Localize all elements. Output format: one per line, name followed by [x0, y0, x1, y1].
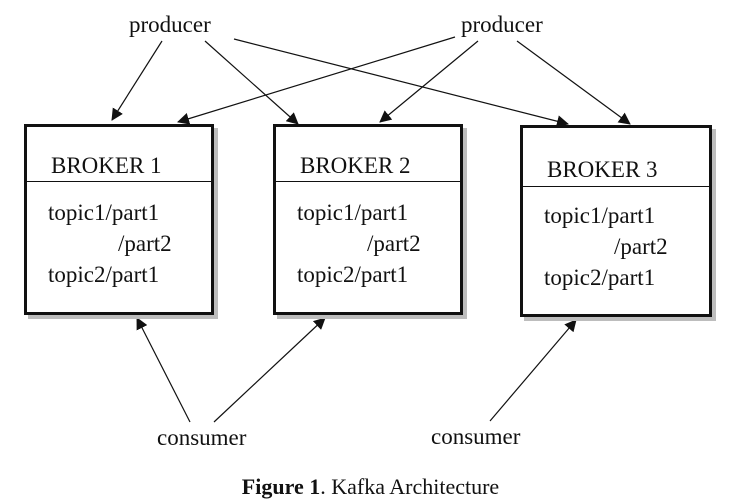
broker-box: BROKER 2 topic1/part1 /part2 topic2/part… [273, 124, 463, 315]
arrow-producer1-broker1 [111, 40, 163, 121]
partition-line: topic2/part1 [48, 262, 160, 287]
arrow-producer1-broker2 [204, 40, 299, 125]
partition-line: topic2/part1 [297, 262, 409, 287]
caption-figure-number: Figure 1 [241, 474, 321, 499]
partition-line: /part2 [118, 231, 172, 256]
broker-divider [276, 181, 460, 182]
arrow-producer2-broker1 [177, 36, 456, 125]
arrow-producer2-broker3 [516, 40, 631, 125]
broker-box: BROKER 3 topic1/part1 /part2 topic2/part… [520, 125, 712, 317]
partition-line: /part2 [367, 231, 421, 256]
producer-label: producer [129, 12, 211, 37]
arrow-consumer1-broker2 [213, 317, 326, 423]
arrow-consumer2-broker3 [489, 319, 577, 422]
arrow-producer1-broker3 [233, 38, 569, 128]
producer-label: producer [461, 12, 543, 37]
broker-title: BROKER 2 [300, 153, 411, 178]
partition-line: topic1/part1 [48, 200, 160, 225]
consumer-label: consumer [157, 425, 247, 450]
arrow-producer2-broker2 [379, 40, 479, 123]
partition-line: topic1/part1 [297, 200, 409, 225]
caption-text: . Kafka Architecture [320, 474, 500, 499]
broker-divider [27, 181, 211, 182]
broker-title: BROKER 3 [547, 157, 658, 182]
broker-title: BROKER 1 [51, 153, 162, 178]
partition-line: /part2 [614, 234, 668, 259]
consumer-label: consumer [431, 424, 521, 449]
broker-divider [523, 186, 709, 187]
partition-line: topic1/part1 [544, 203, 656, 228]
partition-line: topic2/part1 [544, 265, 656, 290]
arrow-consumer1-broker1 [136, 317, 191, 423]
broker-box: BROKER 1 topic1/part1 /part2 topic2/part… [24, 124, 214, 315]
figure-caption: Figure 1. Kafka Architecture [0, 474, 741, 500]
